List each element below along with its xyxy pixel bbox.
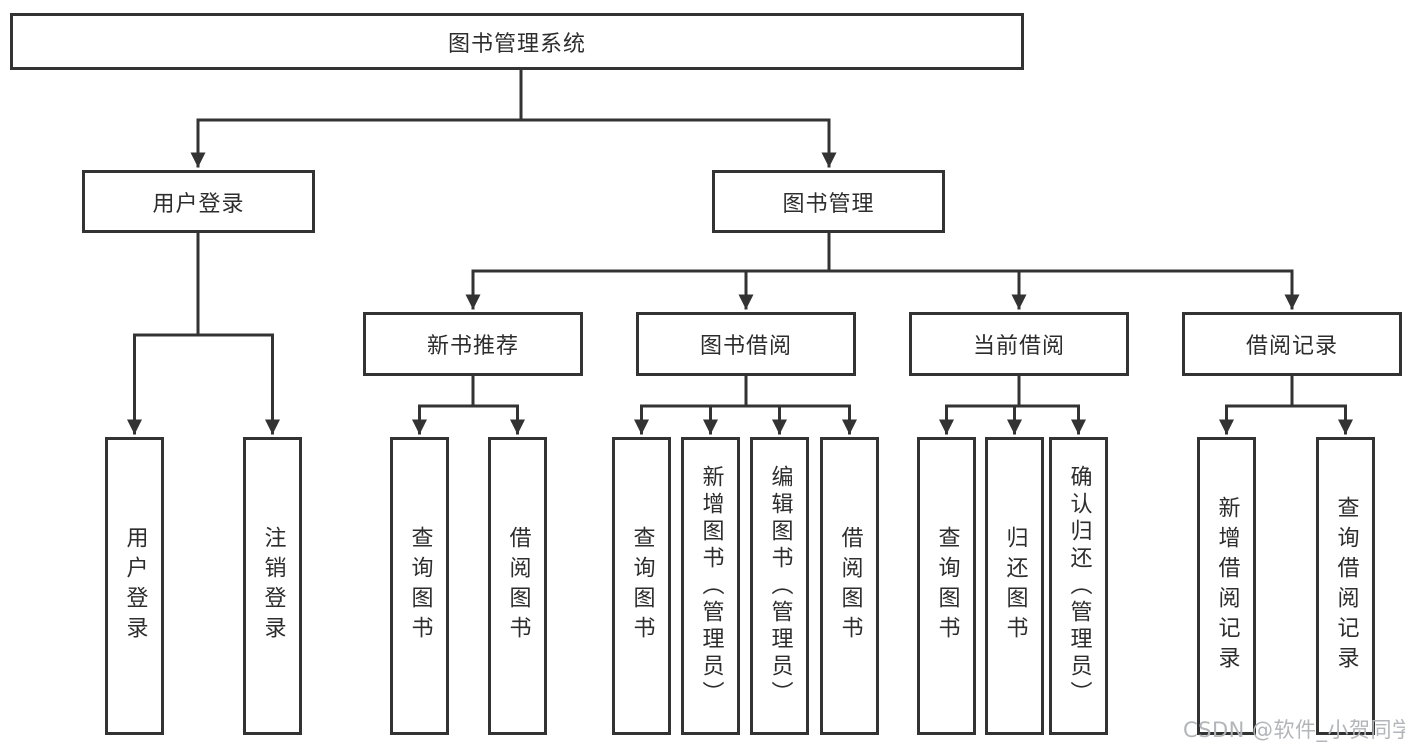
- connector-book-mgmt-to-level3: [465, 231, 1300, 310]
- connector-root-to-level2: [190, 66, 837, 168]
- node-book-management: 图书管理: [712, 170, 945, 233]
- connector-book-borrow-children: [634, 374, 857, 435]
- leaf-add-borrow-record: 新增借阅记录: [1197, 437, 1256, 735]
- node-label: 新书推荐: [426, 334, 519, 359]
- node-current-borrow: 当前借阅: [909, 312, 1129, 376]
- node-library-system: 图书管理系统: [10, 13, 1024, 70]
- leaf-label: 查询图书: [407, 526, 433, 646]
- leaf-label: 确认归还（管理员）: [1066, 464, 1092, 708]
- leaf-edit-books-admin: 编辑图书（管理员）: [750, 437, 809, 735]
- node-label: 图书借阅: [699, 334, 792, 359]
- connector-user-login-children: [127, 231, 280, 435]
- leaf-user-login: 用户登录: [105, 437, 164, 735]
- leaf-label: 查询图书: [629, 526, 655, 646]
- node-label: 用户登录: [152, 191, 245, 217]
- leaf-borrow-books: 借阅图书: [820, 437, 879, 735]
- leaf-label: 新增图书（管理员）: [698, 464, 724, 708]
- leaf-borrow-books-recommend: 借阅图书: [488, 437, 547, 735]
- leaf-label: 查询借阅记录: [1333, 496, 1359, 676]
- leaf-query-books-borrow: 查询图书: [612, 437, 671, 735]
- leaf-label: 注销登录: [260, 526, 286, 646]
- leaf-return-books: 归还图书: [985, 437, 1044, 735]
- connector-new-books-children: [412, 374, 525, 435]
- node-label: 借阅记录: [1245, 334, 1338, 359]
- leaf-label: 用户登录: [122, 526, 148, 646]
- leaf-label: 编辑图书（管理员）: [767, 464, 793, 708]
- leaf-label: 新增借阅记录: [1214, 496, 1240, 676]
- leaf-add-books-admin: 新增图书（管理员）: [681, 437, 740, 735]
- leaf-label: 借阅图书: [837, 526, 863, 646]
- csdn-watermark: CSDN @软件_小贺同学: [1183, 718, 1405, 742]
- leaf-query-books-recommend: 查询图书: [390, 437, 449, 735]
- leaf-query-books-current: 查询图书: [917, 437, 976, 735]
- leaf-label: 借阅图书: [505, 526, 531, 646]
- leaf-label: 查询图书: [934, 526, 960, 646]
- connector-borrow-records-children: [1219, 374, 1353, 435]
- node-book-borrow: 图书借阅: [636, 312, 856, 376]
- node-new-book-recommend: 新书推荐: [363, 312, 583, 376]
- leaf-label: 归还图书: [1002, 526, 1028, 646]
- leaf-query-borrow-record: 查询借阅记录: [1316, 437, 1375, 735]
- leaf-confirm-return-admin: 确认归还（管理员）: [1049, 437, 1108, 735]
- leaf-logout-login: 注销登录: [243, 437, 302, 735]
- node-label: 图书管理: [782, 191, 875, 217]
- node-borrow-records: 借阅记录: [1182, 312, 1402, 376]
- node-user-login: 用户登录: [82, 170, 315, 233]
- node-label: 当前借阅: [972, 334, 1065, 359]
- connector-current-borrow-children: [939, 374, 1086, 435]
- node-label: 图书管理系统: [447, 31, 586, 57]
